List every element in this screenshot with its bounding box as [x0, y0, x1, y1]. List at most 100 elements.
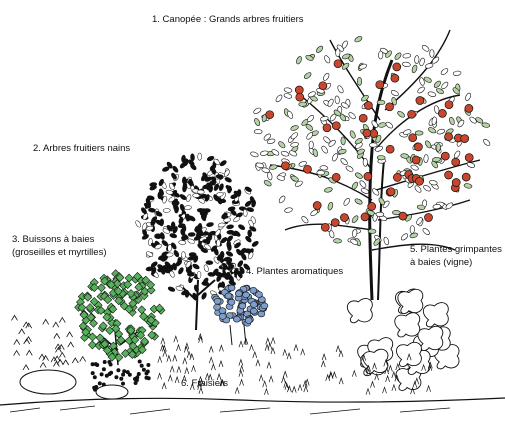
canopy-leaf: [301, 215, 310, 224]
canopy-leaf: [343, 197, 351, 206]
dwarf-leaf: [167, 286, 175, 293]
canopy-leaf: [432, 157, 440, 162]
dwarf-leaf: [166, 190, 174, 196]
ground-plant: [177, 367, 181, 373]
dwarf-leaf: [141, 233, 149, 240]
left-shrub: [40, 363, 46, 368]
canopy-leaf: [341, 137, 346, 145]
canopy-leaf: [369, 143, 377, 148]
canopy-leaf: [322, 72, 330, 81]
left-shrub: [67, 332, 73, 337]
ground-plant: [392, 372, 396, 378]
bush-undergrowth: [121, 373, 125, 377]
ground-plant: [366, 389, 370, 395]
apple-fruit: [295, 86, 303, 94]
dwarf-leaf: [206, 260, 213, 264]
canopy-leaf: [295, 56, 302, 65]
ground-plant: [240, 380, 244, 386]
canopy-leaf: [394, 52, 403, 61]
canopy-leaf: [410, 225, 415, 233]
canopy-leaf: [482, 138, 491, 147]
bush-undergrowth: [116, 368, 120, 372]
ground-plant: [173, 355, 177, 361]
ground-plant: [322, 354, 326, 360]
bush-undergrowth: [140, 364, 144, 368]
apple-fruit: [319, 82, 327, 90]
dwarf-leaf: [226, 224, 234, 229]
dwarf-leaf: [169, 233, 177, 239]
canopy-leaf: [436, 143, 441, 151]
apple-fruit: [452, 158, 460, 166]
canopy-leaf: [464, 183, 473, 189]
canopy-leaf: [378, 122, 387, 128]
canopy-leaf: [371, 120, 379, 129]
apple-fruit: [332, 173, 340, 181]
canopy-leaf: [261, 167, 270, 173]
bush-undergrowth: [121, 382, 125, 386]
dwarf-leaf: [237, 224, 245, 231]
canopy-leaf: [253, 118, 261, 127]
canopy-leaf: [281, 150, 290, 157]
dwarf-leaf: [208, 233, 212, 240]
aromatic-leaf: [258, 311, 265, 317]
dwarf-leaf: [213, 248, 219, 256]
ground-plant: [250, 345, 254, 351]
bush-undergrowth: [91, 362, 95, 366]
canopy-leaf: [315, 45, 324, 54]
dwarf-leaf: [216, 174, 223, 178]
canopy-leaf: [299, 102, 307, 107]
canopy-leaf: [464, 92, 471, 101]
bush-undergrowth: [103, 360, 107, 364]
dwarf-leaf: [216, 239, 220, 246]
ground-plant: [339, 378, 343, 384]
apple-fruit: [461, 135, 469, 143]
dwarf-leaf: [181, 236, 188, 240]
ground-plant: [427, 386, 431, 392]
dwarf-leaf: [203, 264, 209, 272]
canopy-leaf: [402, 62, 411, 68]
canopy-leaf: [424, 140, 432, 149]
bush-undergrowth: [114, 375, 118, 379]
ground-plant: [192, 366, 196, 372]
bush-undergrowth: [126, 370, 130, 374]
canopy-leaf: [337, 85, 345, 94]
ground-plant: [269, 376, 273, 382]
ground-plant: [383, 387, 387, 393]
apple-fruit: [412, 156, 420, 164]
left-shrub: [24, 339, 30, 344]
canopy-leaf: [312, 148, 318, 157]
canopy-leaf: [423, 154, 428, 162]
aromatic-leaf: [261, 303, 268, 309]
apple-fruit: [408, 110, 416, 118]
dwarf-leaf: [197, 271, 201, 278]
bush-undergrowth: [142, 368, 146, 372]
canopy-leaf: [320, 165, 328, 170]
dwarf-leaf: [233, 230, 241, 238]
apple-fruit: [465, 104, 473, 112]
ground-plant: [184, 347, 188, 353]
ground-plant: [283, 350, 287, 356]
dwarf-leaf: [247, 230, 252, 238]
canopy-leaf: [428, 126, 437, 134]
ground: [0, 398, 505, 414]
label-berry-bushes-line1: 3. Buissons à baies: [12, 233, 107, 246]
bush-leaf: [138, 306, 146, 314]
ground-plant: [161, 338, 165, 344]
ground-plant: [174, 336, 178, 342]
canopy-leaf: [309, 141, 314, 149]
label-canopy: 1. Canopée : Grands arbres fruitiers: [152, 13, 304, 26]
bush-undergrowth: [138, 360, 142, 364]
canopy-leaf: [383, 237, 390, 246]
apple-fruit: [386, 103, 394, 111]
canopy-leaf: [368, 229, 376, 234]
left-shrub: [23, 365, 29, 370]
dwarf-leaf: [225, 250, 233, 257]
canopy-leaf: [253, 107, 262, 115]
canopy-leaf: [327, 98, 335, 107]
canopy-leaf: [448, 116, 455, 125]
canopy-trunk: [370, 60, 392, 300]
bush-undergrowth: [119, 377, 123, 381]
canopy-leaf: [267, 172, 273, 181]
